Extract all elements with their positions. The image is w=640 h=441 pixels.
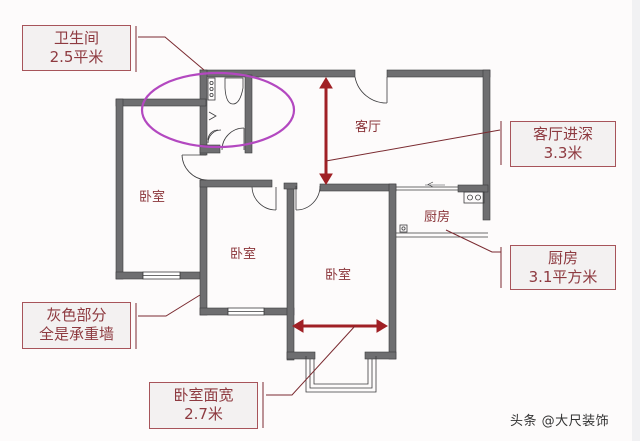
callout-living-depth-line2: 3.3米 (543, 144, 583, 162)
callout-bathroom: 卫生间 2.5平米 (22, 25, 131, 71)
room-label-living: 客厅 (355, 120, 382, 135)
callout-load-bearing-line1: 灰色部分 (46, 306, 107, 324)
bathroom-highlight-ellipse (140, 71, 296, 149)
room-label-bedroom-main: 卧室 (325, 268, 352, 283)
room-label-kitchen: 厨房 (424, 210, 451, 225)
callout-load-bearing: 灰色部分 全是承重墙 (22, 302, 131, 349)
callout-load-bearing-line2: 全是承重墙 (38, 325, 114, 343)
watermark: 头条 @大尺装饰 (510, 414, 610, 429)
room-label-bedroom-left: 卧室 (139, 190, 166, 205)
walls (115, 69, 491, 361)
callout-bathroom-line2: 2.5平米 (49, 48, 104, 66)
fixtures (142, 76, 488, 393)
callout-living-depth: 客厅进深 3.3米 (510, 121, 616, 167)
callout-bedroom-width-line1: 卧室面宽 (173, 386, 234, 404)
callout-bedroom-width: 卧室面宽 2.7米 (149, 382, 258, 429)
leader-lines (135, 26, 502, 428)
room-label-bedroom-middle: 卧室 (230, 247, 257, 262)
callout-living-depth-line1: 客厅进深 (532, 125, 593, 143)
callout-kitchen-area: 厨房 3.1平方米 (510, 245, 616, 290)
right-edge-strip (632, 0, 640, 441)
callout-kitchen-area-line2: 3.1平方米 (528, 268, 598, 286)
callout-kitchen-area-line1: 厨房 (547, 249, 578, 267)
callout-bedroom-width-line2: 2.7米 (184, 405, 223, 423)
callout-bathroom-line1: 卫生间 (53, 29, 99, 47)
